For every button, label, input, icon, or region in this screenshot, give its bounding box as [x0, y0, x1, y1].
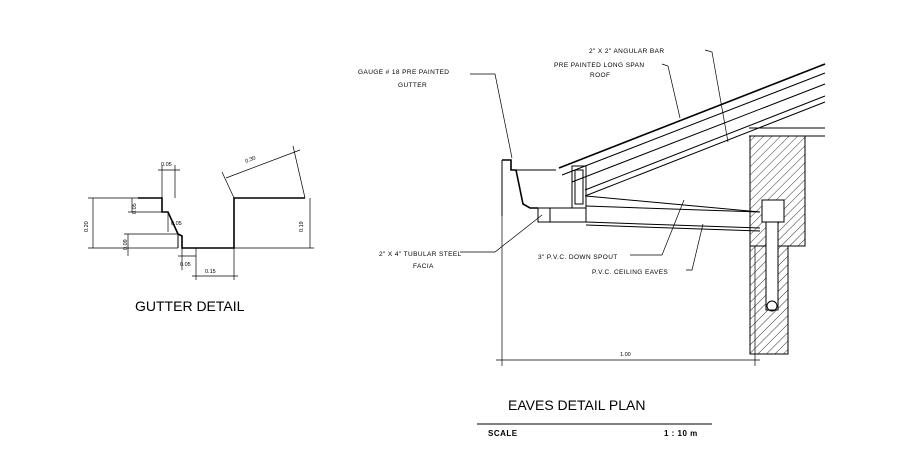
gutter-profile — [138, 197, 305, 249]
callout-roof-line1: PRE PAINTED LONG SPAN — [554, 62, 645, 69]
dim-bottom-height: 0.09 — [123, 239, 129, 250]
roof-sheet-top — [558, 63, 826, 169]
leader-roof — [661, 63, 681, 119]
dim-right-height: 0.19 — [299, 221, 305, 232]
callout-gutter-line2: GUTTER — [398, 82, 427, 89]
rafter-top — [571, 83, 826, 183]
tubular-steel-facia — [571, 165, 587, 209]
dim-lip-height: 0.05 — [132, 203, 138, 214]
callout-facia-line2: FACIA — [413, 263, 434, 270]
callout-gutter-line1: GAUGE # 18 PRE PAINTED — [358, 69, 449, 76]
dim-bottom-step: 0.05 — [180, 262, 191, 268]
dim-slope: 0.30 — [245, 155, 257, 165]
facia-base — [537, 207, 587, 223]
eaves-gutter — [502, 159, 538, 209]
eaves-title: EAVES DETAIL PLAN — [508, 397, 645, 413]
callout-ceiling: P.V.C. CEILING EAVES — [592, 269, 668, 276]
dim-slope-line — [225, 149, 301, 179]
downspout-elbow — [761, 199, 785, 223]
ceiling-eaves-line — [585, 221, 761, 229]
dim-top-lip: 0.05 — [161, 162, 172, 168]
callout-angular-bar: 2" X 2" ANGULAR BAR — [589, 48, 664, 55]
scale-value: 1 : 10 m — [664, 429, 698, 438]
downspout-pipe — [765, 221, 779, 311]
callout-downspout: 3" P.V.C. DOWN SPOUT — [538, 254, 618, 261]
gutter-title: GUTTER DETAIL — [135, 298, 245, 314]
scale-label: SCALE — [488, 429, 518, 438]
dim-span: 1.00 — [620, 352, 631, 358]
leader-angular-bar — [704, 49, 729, 143]
eaves-detail: 1.00 2" X 2" ANGULAR BAR PRE PAINTED LON… — [358, 48, 826, 438]
dim-left-height: 0.20 — [84, 221, 90, 232]
gutter-detail: 0.20 0.05 0.05 0.05 0.09 0.05 0.15 0.30 — [84, 145, 314, 314]
dim-base-width: 0.15 — [205, 269, 216, 275]
leader-gutter — [470, 73, 513, 159]
leader-facia — [460, 214, 543, 253]
leader-downspout — [630, 199, 685, 256]
callout-roof-line2: ROOF — [590, 72, 610, 79]
dim-step: 0.05 — [171, 221, 182, 227]
rafter-bottom — [584, 101, 826, 197]
leader-ceiling — [686, 223, 704, 271]
callout-facia-line1: 2" X 4" TUBULAR STEEL — [379, 251, 462, 258]
